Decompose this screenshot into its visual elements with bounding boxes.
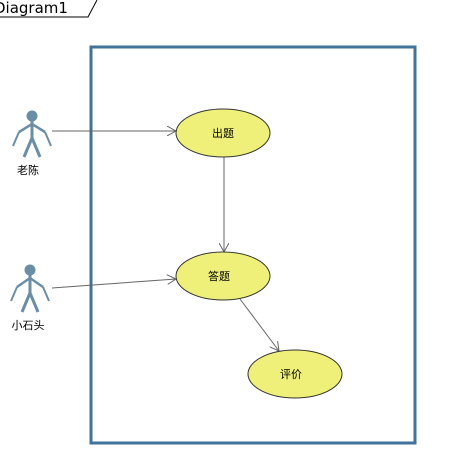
relation-xiaoshitou-to-dati[interactable] xyxy=(51,279,176,289)
use-case-ellipse xyxy=(247,349,343,399)
use-case-chuti[interactable]: 出题 xyxy=(175,108,271,158)
use-case-pingjia[interactable]: 评价 xyxy=(247,349,343,399)
diagram-title: Diagram1 xyxy=(0,0,68,17)
use-case-ellipse xyxy=(175,251,271,301)
system-boundary[interactable] xyxy=(89,45,417,445)
actor-label: 老陈 xyxy=(17,163,39,177)
diagram-title-tab-outline xyxy=(0,0,98,18)
actor-label: 小石头 xyxy=(12,319,45,332)
use-case-ellipse xyxy=(175,108,271,158)
actor-laochen[interactable]: 老陈 xyxy=(12,110,52,178)
use-case-label: 评价 xyxy=(280,368,302,381)
actor-xiaoshitou[interactable]: 小石头 xyxy=(10,264,50,333)
use-case-label: 答题 xyxy=(208,269,230,283)
use-case-label: 出题 xyxy=(212,126,234,140)
diagram-title-tab: Diagram1 xyxy=(0,0,98,18)
relation-dati-to-pingjia[interactable] xyxy=(239,298,279,351)
actor-stick-figure-icon xyxy=(12,110,52,158)
actor-stick-figure-icon xyxy=(10,264,50,313)
use-case-dati[interactable]: 答题 xyxy=(175,251,271,301)
